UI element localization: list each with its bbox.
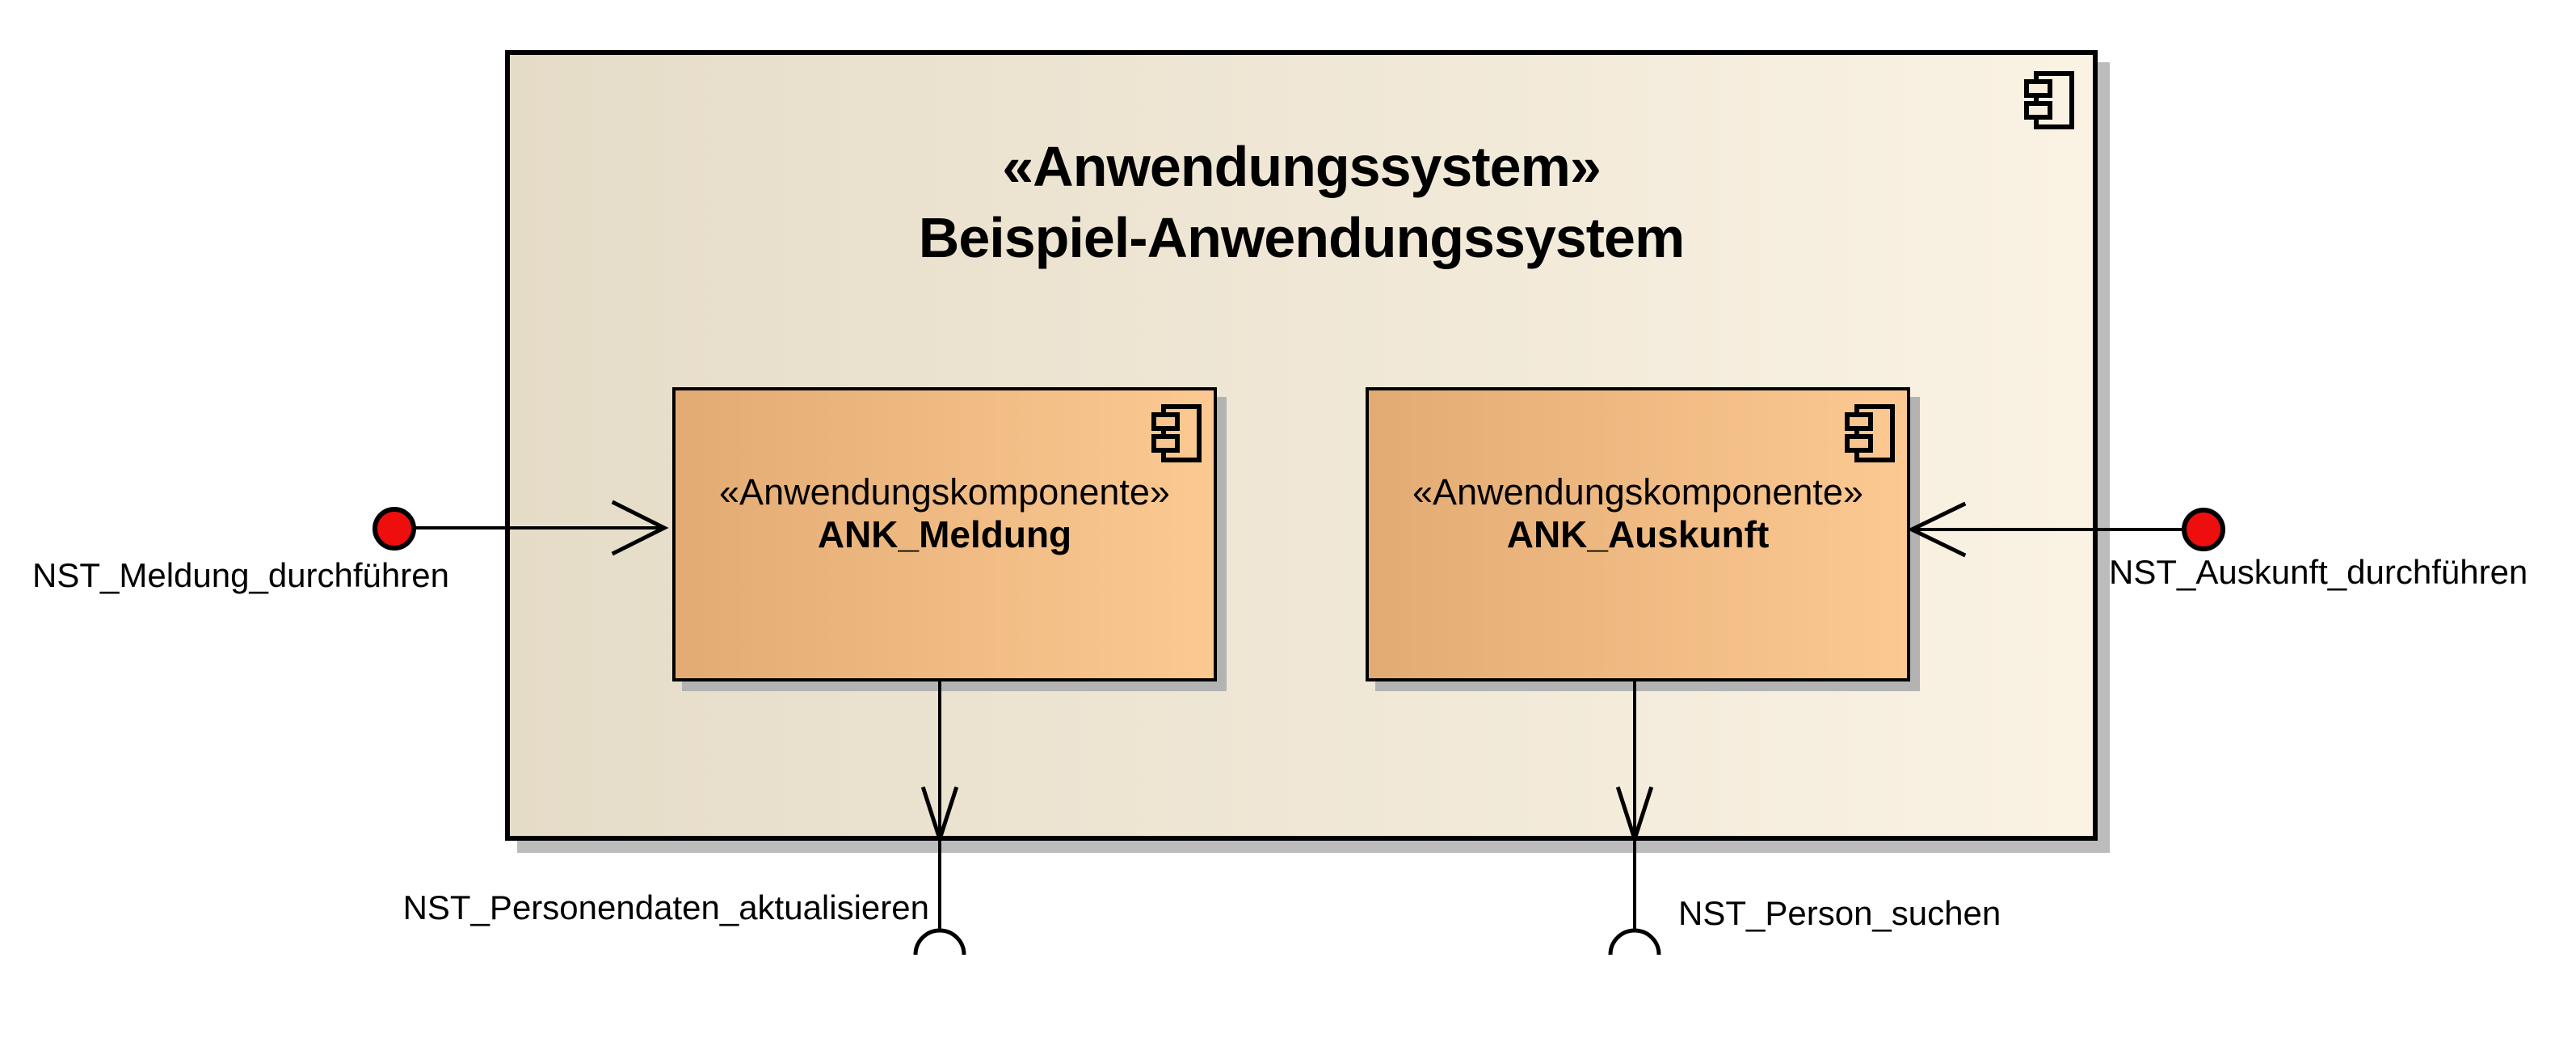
component-text: «Anwendungskomponente» ANK_Meldung	[676, 471, 1214, 555]
provided-interface-label: NST_Meldung_durchführen	[32, 556, 449, 594]
component-name: ANK_Auskunft	[1506, 513, 1770, 555]
system-name: Beispiel-Anwendungssystem	[918, 206, 1685, 269]
provided-interface-ball-icon	[373, 507, 416, 551]
component-ank-auskunft: «Anwendungskomponente» ANK_Auskunft	[1366, 387, 1910, 681]
system-stereotype: «Anwendungssystem»	[1002, 135, 1602, 198]
required-interface-label: NST_Person_suchen	[1678, 894, 2001, 932]
provided-interface-ball-icon	[2182, 508, 2225, 551]
system-boundary-box: «Anwendungssystem» Beispiel-Anwendungssy…	[505, 50, 2098, 841]
provided-interface-label: NST_Auskunft_durchführen	[2109, 553, 2528, 591]
required-interface-label: NST_Personendaten_aktualisieren	[402, 888, 929, 926]
component-stereotype: «Anwendungskomponente»	[719, 471, 1170, 513]
component-icon	[1151, 404, 1202, 462]
component-name: ANK_Meldung	[817, 513, 1072, 555]
required-interface-socket-icon	[913, 928, 966, 956]
component-stereotype: «Anwendungskomponente»	[1412, 471, 1863, 513]
component-ank-meldung: «Anwendungskomponente» ANK_Meldung	[672, 387, 1217, 681]
component-text: «Anwendungskomponente» ANK_Auskunft	[1369, 471, 1907, 555]
required-interface-socket-icon	[1608, 928, 1661, 956]
component-icon	[2024, 71, 2074, 129]
system-title: «Anwendungssystem» Beispiel-Anwendungssy…	[510, 131, 2093, 273]
component-icon	[1845, 404, 1895, 462]
